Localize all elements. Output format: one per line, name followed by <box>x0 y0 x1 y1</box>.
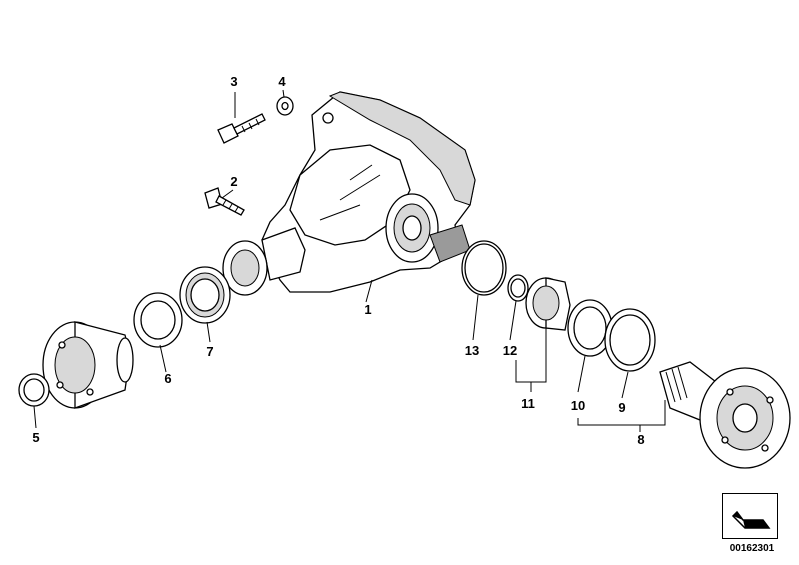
callout-4: 4 <box>278 74 286 89</box>
part-10-seal[interactable] <box>567 299 613 357</box>
part-3-bolt[interactable] <box>217 113 266 144</box>
reference-code: 00162301 <box>729 543 775 554</box>
callout-6: 6 <box>164 371 171 386</box>
leader-lines <box>33 89 666 432</box>
part-8-output-flange[interactable] <box>659 361 791 469</box>
callout-3: 3 <box>230 74 237 89</box>
callout-13: 13 <box>465 343 479 358</box>
callout-2: 2 <box>230 174 237 189</box>
part-4-washer[interactable] <box>276 96 294 116</box>
arrow-ref-icon <box>722 493 778 539</box>
part-13-o-ring[interactable] <box>461 240 507 296</box>
part-11-bearing[interactable] <box>525 277 571 331</box>
part-2-bolt[interactable] <box>204 187 245 216</box>
callout-9: 9 <box>618 400 625 415</box>
part-6-ring[interactable] <box>133 292 183 348</box>
callout-10: 10 <box>571 398 585 413</box>
part-9-ring[interactable] <box>604 308 656 372</box>
part-7-seal[interactable] <box>179 266 231 324</box>
callout-12: 12 <box>503 343 517 358</box>
callout-5: 5 <box>32 430 39 445</box>
part-5-circlip[interactable] <box>18 373 50 407</box>
callout-1: 1 <box>364 302 371 317</box>
callout-7: 7 <box>206 344 213 359</box>
part-flange-left[interactable] <box>42 321 134 409</box>
callout-8: 8 <box>637 432 644 447</box>
part-1-differential-housing[interactable] <box>222 91 476 296</box>
callout-11: 11 <box>521 396 535 411</box>
part-12-ring[interactable] <box>507 274 529 302</box>
